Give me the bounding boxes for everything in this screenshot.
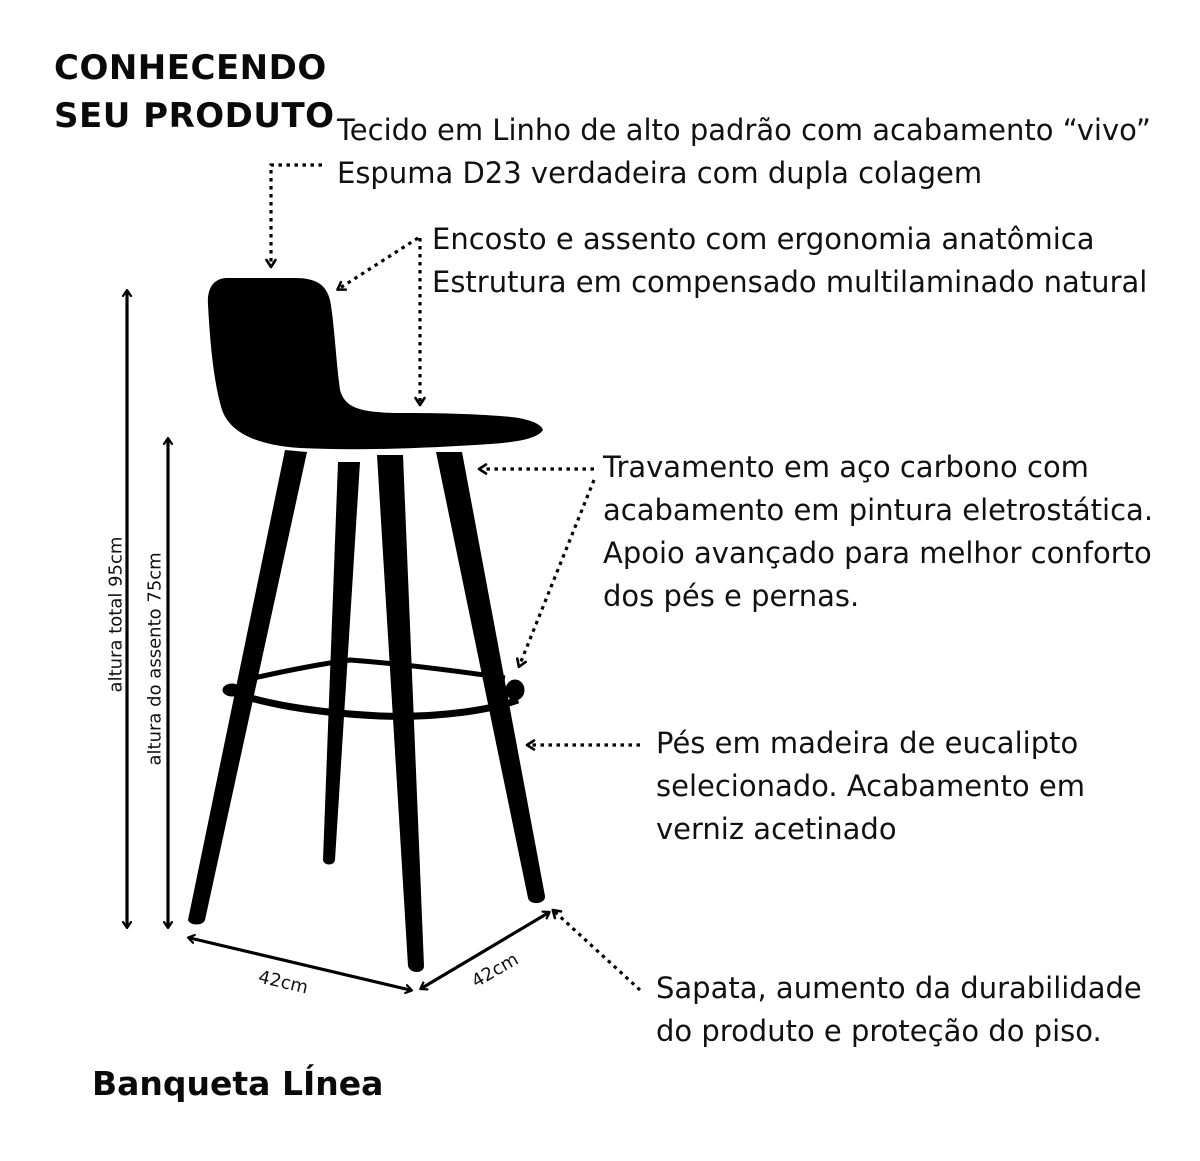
- page-title: CONHECENDO SEU PRODUTO: [54, 44, 335, 140]
- callout-legs-line-3: verniz acetinado: [656, 812, 897, 846]
- leader-feet-caps: [551, 908, 642, 992]
- callout-shell-line-1: Encosto e assento com ergonomia anatômic…: [432, 222, 1095, 256]
- depth-arrow: [422, 913, 548, 988]
- dimension-arrows: [127, 292, 548, 990]
- callout-legs-line-2: selecionado. Acabamento em: [656, 769, 1085, 803]
- callout-footrest-line-1: Travamento em aço carbono com: [603, 450, 1089, 484]
- leader-fabric: [265, 163, 322, 269]
- total-height-label: altura total 95cm: [105, 536, 127, 693]
- callout-footrest-line-2: acabamento em pintura eletrostática.: [603, 493, 1154, 527]
- callout-feet-caps-line-1: Sapata, aumento da durabilidade: [656, 971, 1142, 1005]
- callout-fabric-line-2: Espuma D23 verdadeira com dupla colagem: [337, 156, 983, 190]
- width-arrow: [190, 938, 410, 990]
- callout-footrest: Travamento em aço carbono com acabamento…: [603, 446, 1153, 618]
- callout-feet-caps: Sapata, aumento da durabilidade do produ…: [656, 967, 1142, 1053]
- stool-legs: [188, 450, 546, 972]
- callout-shell: Encosto e assento com ergonomia anatômic…: [432, 218, 1147, 304]
- leader-lines: [265, 163, 642, 992]
- callout-shell-line-2: Estrutura em compensado multilaminado na…: [432, 265, 1148, 299]
- seat-height-label: altura do assento 75cm: [144, 552, 166, 766]
- stool-shell: [207, 278, 543, 450]
- callout-legs: Pés em madeira de eucalipto selecionado.…: [656, 722, 1085, 851]
- product-name: Banqueta LÍnea: [92, 1064, 384, 1103]
- callout-legs-line-1: Pés em madeira de eucalipto: [656, 726, 1079, 760]
- leader-footrest-ring: [516, 479, 596, 669]
- callout-fabric: Tecido em Linho de alto padrão com acaba…: [337, 109, 1151, 195]
- callout-footrest-line-3: Apoio avançado para melhor conforto: [603, 536, 1152, 570]
- callout-fabric-line-1: Tecido em Linho de alto padrão com acaba…: [337, 113, 1151, 147]
- callout-footrest-line-4: dos pés e pernas.: [603, 579, 860, 613]
- callout-feet-caps-line-2: do produto e proteção do piso.: [656, 1014, 1102, 1048]
- title-line-2: SEU PRODUTO: [54, 96, 335, 136]
- title-line-1: CONHECENDO: [54, 48, 327, 88]
- leader-shell-backrest: [336, 236, 419, 291]
- footrest-ring: [222, 657, 525, 720]
